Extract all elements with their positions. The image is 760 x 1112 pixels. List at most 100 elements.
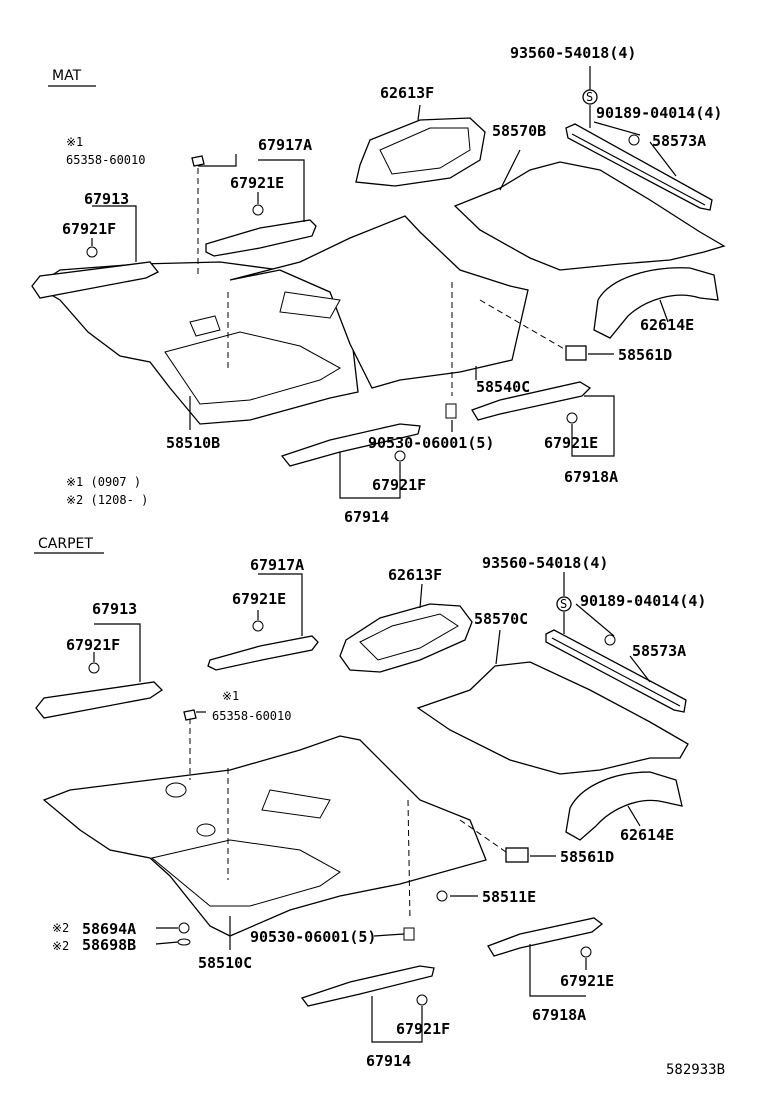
label-67914-carpet: 67914 <box>366 1052 411 1070</box>
part-58573A-carpet-line <box>551 637 681 707</box>
carpet-dashed-guide-3 <box>407 799 411 921</box>
mat-section: MAT S <box>31 44 726 526</box>
leader-62613F-mat <box>417 104 421 121</box>
leader-90189-mat <box>593 121 641 136</box>
part-58510C-carpet-tunnel <box>261 789 331 819</box>
label-67921F-bottom-carpet: 67921F <box>396 1020 450 1038</box>
part-62614E-carpet <box>565 771 683 841</box>
label-58570B-mat: 58570B <box>492 122 546 140</box>
label-58698B-carpet: 58698B <box>82 936 136 954</box>
label-58573A-carpet: 58573A <box>632 642 686 660</box>
label-67921E-top-carpet: 67921E <box>232 590 286 608</box>
part-67914-mat <box>280 423 421 467</box>
bracket-67914-mat <box>339 452 401 499</box>
part-58573A-mat <box>565 123 713 211</box>
leader-62614E-mat <box>659 299 669 323</box>
part-58561D-carpet <box>505 847 529 863</box>
part-67921F-mat-bottom-clip <box>394 450 406 462</box>
part-58510C-carpet-hole <box>165 782 187 798</box>
part-58511E-carpet <box>436 890 448 902</box>
label-62613F-carpet: 62613F <box>388 566 442 584</box>
note-1: ※1 (0907 ) <box>66 475 141 489</box>
label-90530-carpet: 90530-06001(5) <box>250 928 376 946</box>
leader-90189-carpet <box>575 603 615 637</box>
part-58510C-carpet <box>42 735 487 937</box>
label-67921F-left-mat: 67921F <box>62 220 116 238</box>
part-58570B-mat <box>453 161 726 271</box>
part-90530-mat <box>445 403 457 419</box>
section-title-carpet: CARPET <box>38 536 93 552</box>
part-58510B-mat-panel <box>164 331 342 405</box>
mat-dashed-guide-4 <box>479 299 567 351</box>
part-67913-carpet <box>35 681 164 719</box>
label-58561D-carpet: 58561D <box>560 848 614 866</box>
part-58570C-carpet <box>416 661 689 775</box>
leader-58573A-carpet <box>629 655 651 683</box>
part-58540C-mat <box>229 215 529 389</box>
part-67918A-mat <box>471 381 592 421</box>
part-67914-carpet <box>300 965 435 1007</box>
part-62613F-mat-inner <box>379 127 471 175</box>
part-67913-mat <box>31 261 160 299</box>
part-67918A-carpet <box>487 917 604 957</box>
leader-58570B-mat <box>499 149 521 191</box>
bracket-67918A-carpet <box>529 944 586 997</box>
label-58510B-mat: 58510B <box>166 434 220 452</box>
label-67921F-left-carpet: 67921F <box>66 636 120 654</box>
bracket-67913-carpet <box>94 623 141 682</box>
bracket-67917A-carpet <box>258 573 303 636</box>
label-67913-mat: 67913 <box>84 190 129 208</box>
leader-58698B-carpet <box>155 941 179 945</box>
part-58540C-mat-tunnel <box>279 291 341 319</box>
part-58510B-mat-detail <box>189 315 221 337</box>
label-65358-carpet: 65358-60010 <box>212 709 291 723</box>
part-67917A-mat <box>205 219 317 257</box>
bracket-67914-carpet <box>371 996 423 1043</box>
part-58694A-carpet <box>178 922 190 934</box>
label-93560-mat: 93560-54018(4) <box>510 44 636 62</box>
leader-65358-mat <box>198 154 237 167</box>
part-67921E-mat-top-clip <box>252 204 264 216</box>
part-67921E-carpet-top-clip <box>252 620 264 632</box>
part-58510C-carpet-panel <box>150 839 341 907</box>
label-67914-mat: 67914 <box>344 508 389 526</box>
part-58510C-carpet-hole-2 <box>196 823 216 837</box>
part-58561D-mat <box>565 345 587 361</box>
part-90530-carpet <box>403 927 415 941</box>
label-58573A-mat: 58573A <box>652 132 706 150</box>
part-67917A-carpet <box>207 635 319 671</box>
label-62614E-carpet: 62614E <box>620 826 674 844</box>
s-marker-mat-text: S <box>586 90 593 104</box>
s-marker-carpet <box>556 596 572 612</box>
part-67921F-carpet-left-clip <box>88 662 100 674</box>
label-mark2a-carpet: ※2 <box>52 921 69 935</box>
part-67921E-mat-right-clip <box>566 412 578 424</box>
label-67921E-top-mat: 67921E <box>230 174 284 192</box>
label-58511E-carpet: 58511E <box>482 888 536 906</box>
part-62614E-mat <box>593 267 719 339</box>
leader-90530-carpet <box>373 933 405 937</box>
part-62613F-carpet-inner <box>359 613 459 661</box>
label-58694A-carpet: 58694A <box>82 920 136 938</box>
label-67921E-right-mat: 67921E <box>544 434 598 452</box>
leader-62614E-carpet <box>627 805 641 827</box>
label-58570C-carpet: 58570C <box>474 610 528 628</box>
label-62614E-mat: 62614E <box>640 316 694 334</box>
label-90189-carpet: 90189-04014(4) <box>580 592 706 610</box>
label-67917A-mat: 67917A <box>258 136 312 154</box>
label-67913-carpet: 67913 <box>92 600 137 618</box>
label-mark2b-carpet: ※2 <box>52 939 69 953</box>
part-67921F-carpet-bottom-clip <box>416 994 428 1006</box>
label-62613F-mat: 62613F <box>380 84 434 102</box>
label-67917A-carpet: 67917A <box>250 556 304 574</box>
label-58561D-mat: 58561D <box>618 346 672 364</box>
leader-58573A-mat <box>649 141 677 177</box>
label-mark1-mat: ※1 <box>66 135 83 149</box>
part-90189-mat <box>628 134 640 146</box>
note-2: ※2 (1208- ) <box>66 493 148 507</box>
label-67918A-carpet: 67918A <box>532 1006 586 1024</box>
part-67921E-carpet-right-clip <box>580 946 592 958</box>
label-mark1-carpet: ※1 <box>222 689 239 703</box>
part-65358-carpet <box>183 709 197 721</box>
